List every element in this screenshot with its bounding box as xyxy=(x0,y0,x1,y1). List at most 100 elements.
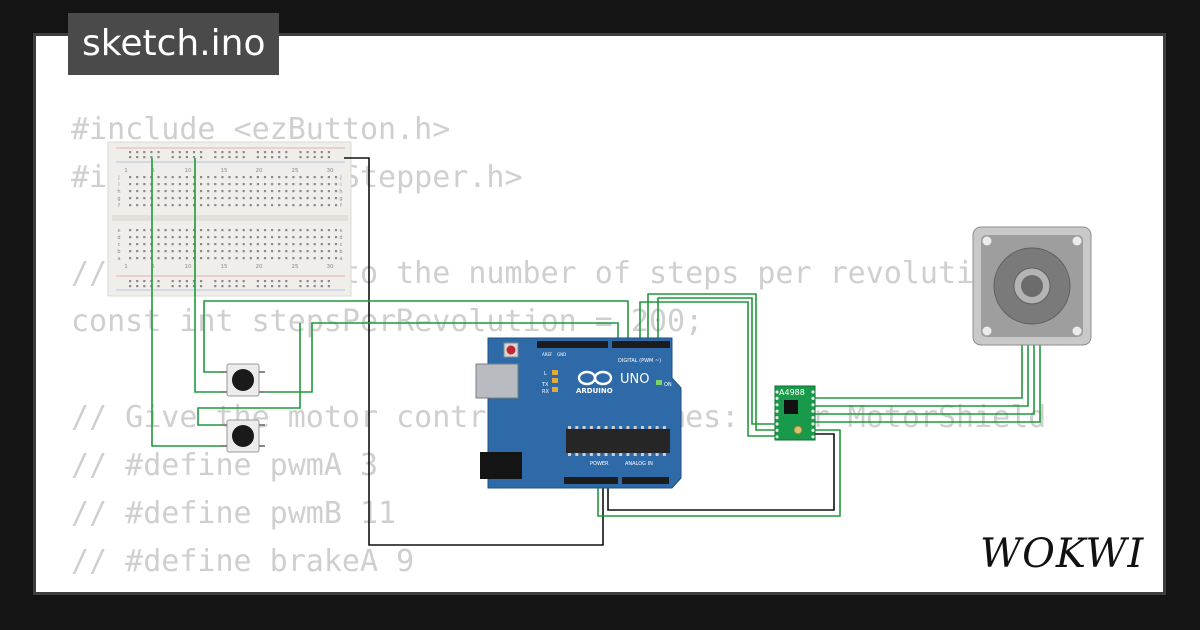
breadboard-hole xyxy=(256,197,259,200)
breadboard-hole xyxy=(306,257,309,260)
breadboard-hole xyxy=(334,204,338,207)
breadboard-hole xyxy=(129,183,132,186)
breadboard-hole xyxy=(235,229,238,232)
breadboard-hole xyxy=(185,236,188,239)
breadboard-hole xyxy=(271,156,274,159)
breadboard-hole xyxy=(200,156,203,159)
breadboard-hole xyxy=(313,176,316,179)
breadboard-hole xyxy=(207,176,210,179)
breadboard-hole xyxy=(207,204,210,207)
breadboard-hole xyxy=(178,285,181,288)
breadboard-hole xyxy=(143,243,146,246)
breadboard-hole xyxy=(271,257,274,260)
breadboard-hole xyxy=(334,250,338,253)
driver-label: A4988 xyxy=(779,388,805,397)
breadboard-hole xyxy=(235,250,238,253)
breadboard-hole xyxy=(320,190,323,193)
push-button-2[interactable] xyxy=(221,419,265,453)
breadboard-hole xyxy=(185,285,188,288)
file-tab-sketch[interactable]: sketch.ino xyxy=(68,13,280,75)
a4988-driver[interactable]: A4988 xyxy=(774,385,816,441)
breadboard-hole xyxy=(143,257,146,260)
breadboard-hole xyxy=(235,183,238,186)
breadboard-hole xyxy=(327,156,330,159)
breadboard-hole xyxy=(263,236,267,239)
breadboard-hole xyxy=(249,176,252,179)
breadboard-hole xyxy=(200,229,203,232)
breadboard-hole xyxy=(263,280,267,283)
breadboard-hole xyxy=(292,229,295,232)
breadboard-hole xyxy=(214,250,217,253)
breadboard-hole xyxy=(271,229,274,232)
breadboard-hole xyxy=(285,236,288,239)
breadboard-hole xyxy=(200,151,203,154)
breadboard-hole xyxy=(235,243,238,246)
breadboard-hole xyxy=(320,204,323,207)
driver-pin xyxy=(811,435,815,439)
breadboard-hole xyxy=(271,151,274,154)
breadboard-hole xyxy=(242,204,245,207)
breadboard-hole xyxy=(327,151,330,154)
wire-green-button1 xyxy=(194,158,227,393)
breadboard-hole xyxy=(235,285,238,288)
breadboard-hole xyxy=(285,204,288,207)
breadboard-hole xyxy=(178,229,181,232)
breadboard-hole xyxy=(129,229,132,232)
breadboard-hole xyxy=(278,229,281,232)
atmega-chip-pins xyxy=(568,426,666,456)
breadboard-hole xyxy=(214,151,217,154)
breadboard-hole xyxy=(136,280,139,283)
breadboard-hole xyxy=(271,183,274,186)
push-button-1[interactable] xyxy=(221,363,265,397)
wire-green-motor-b1 xyxy=(815,345,1035,415)
breadboard-hole xyxy=(207,243,210,246)
breadboard-hole xyxy=(256,257,259,260)
breadboard-hole xyxy=(221,190,224,193)
breadboard-row-letter: e xyxy=(339,228,342,234)
stepper-motor[interactable] xyxy=(972,226,1092,346)
breadboard-hole xyxy=(285,190,288,193)
breadboard-hole xyxy=(313,285,316,288)
breadboard-hole xyxy=(256,243,259,246)
breadboard-hole xyxy=(327,183,330,186)
breadboard-row-letter: c xyxy=(340,242,343,248)
breadboard-hole xyxy=(285,257,288,260)
breadboard-hole xyxy=(157,243,160,246)
breadboard-hole xyxy=(221,204,224,207)
breadboard-hole xyxy=(306,176,309,179)
breadboard-hole xyxy=(306,229,309,232)
wokwi-logo-text: WOKWI xyxy=(980,531,1144,577)
breadboard-hole xyxy=(263,257,267,260)
breadboard-hole xyxy=(157,176,160,179)
breadboard-hole xyxy=(235,197,238,200)
breadboard-hole xyxy=(278,243,281,246)
breadboard-hole xyxy=(249,229,252,232)
breadboard-hole xyxy=(292,257,295,260)
wire-green-button2-pin xyxy=(197,323,301,426)
breadboard-hole xyxy=(207,183,210,186)
breadboard-hole xyxy=(320,250,323,253)
breadboard-hole xyxy=(178,156,181,159)
driver-pin xyxy=(775,409,779,413)
arduino-uno-board[interactable]: UNO ARDUINO DIGITAL (PWM ~) POWER ANALOG… xyxy=(475,337,682,489)
chip-pin xyxy=(604,426,608,429)
breadboard-hole xyxy=(299,250,302,253)
breadboard-hole xyxy=(263,176,267,179)
breadboard-hole xyxy=(299,204,302,207)
breadboard-hole xyxy=(334,183,338,186)
breadboard-hole xyxy=(320,229,323,232)
breadboard-hole xyxy=(192,243,196,246)
breadboard-column-number: 5 xyxy=(151,264,155,270)
breadboard-hole xyxy=(278,285,281,288)
breadboard-hole xyxy=(242,190,245,193)
breadboard-hole xyxy=(171,176,174,179)
breadboard-hole xyxy=(228,197,231,200)
breadboard-hole xyxy=(136,285,139,288)
breadboard-hole xyxy=(192,236,196,239)
breadboard-hole xyxy=(263,156,267,159)
driver-pin xyxy=(811,416,815,420)
breadboard-hole xyxy=(200,204,203,207)
breadboard-column-number: 1 xyxy=(124,264,128,270)
breadboard-hole xyxy=(313,250,316,253)
